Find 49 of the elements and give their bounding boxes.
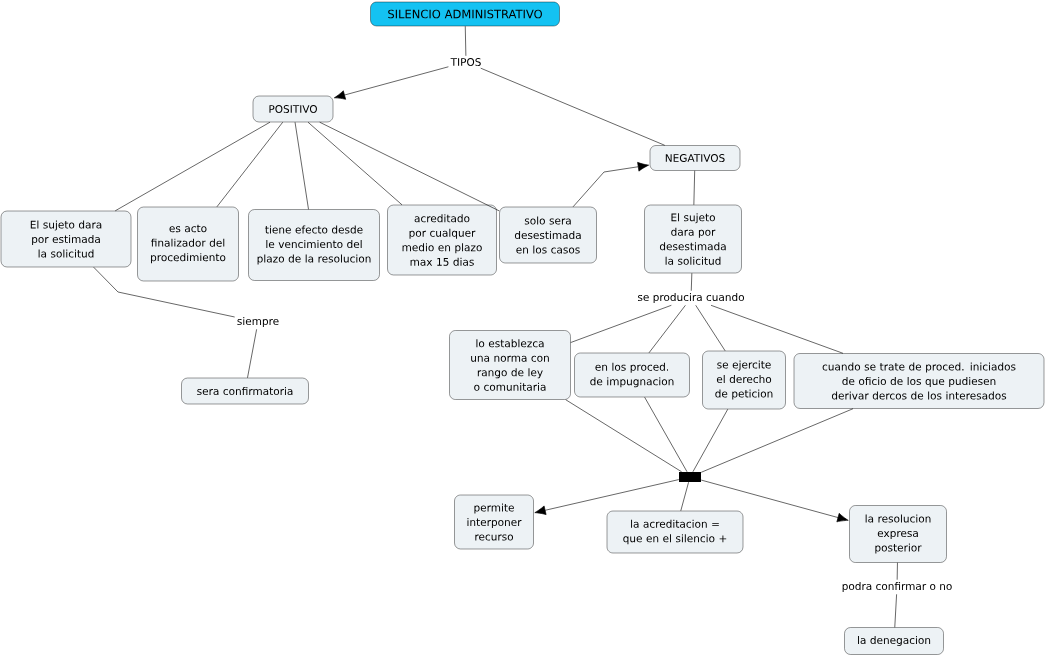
arrow [572,162,649,208]
connector-line [700,408,854,473]
concept-box: la denegacion [844,627,944,655]
concept-box: en los proced. de impugnacion [574,352,690,398]
concept-box: se ejercite el derecho de peticion [702,350,786,410]
linking-phrase: TIPOS [448,56,484,68]
connector-line [216,121,284,208]
concept-box: solo sera desestimada en los casos [499,206,597,264]
arrow [333,66,449,100]
concept-box: lo establezca una norma con rango de ley o comunitaria [449,330,571,400]
connector-line [692,408,729,473]
connector-line [570,305,672,343]
linking-phrase: siempre [234,314,282,330]
concept-box: NEGATIVOS [649,145,741,171]
connector-line [93,266,235,318]
connector-line [247,329,257,379]
arrow [700,479,849,523]
connector-line [695,305,726,352]
linking-phrase: se producira cuando [635,290,747,306]
concept-box: cuando se trate de proced. iniciados de oficio de los que pudiesen derivar dercos de los interesados [793,353,1045,409]
connector-line [294,121,309,210]
junction-bar [679,472,701,482]
connector-line [690,272,693,292]
connector-line [896,562,898,581]
connector-line [693,170,695,206]
connector-line [648,305,686,354]
connector-line [464,25,467,57]
concept-box: tiene efecto desde le vencimiento del plazo de la resolucion [248,209,380,281]
connector-line [480,67,666,146]
connector-line [565,399,682,473]
arrow [534,479,680,515]
connector-line [307,121,403,206]
concept-box: POSITIVO [252,95,334,123]
concept-box: es acto finalizador del procedimiento [137,206,239,282]
connector-line [644,396,688,473]
connector-line [680,481,689,512]
title-box: SILENCIO ADMINISTRATIVO [370,1,560,27]
concept-box: acreditado por cualquer medio en plazo max 15 dias [387,204,497,276]
concept-box: sera confirmatoria [181,377,309,405]
connector-line [319,121,500,212]
linking-phrase: podra confirmar o no [839,579,955,595]
connector-line [114,121,271,212]
concept-box: El sujeto dara por estimada la solicitud [0,210,132,268]
concept-box: la resolucion expresa posterior [849,505,947,563]
connector-line [894,594,897,628]
connector-line [710,305,844,354]
concept-box: permite interponer recurso [454,494,534,550]
concept-box: la acreditacion = que en el silencio + [606,510,744,554]
concept-box: El sujeto dara por desestimada la solicitud [644,204,742,274]
